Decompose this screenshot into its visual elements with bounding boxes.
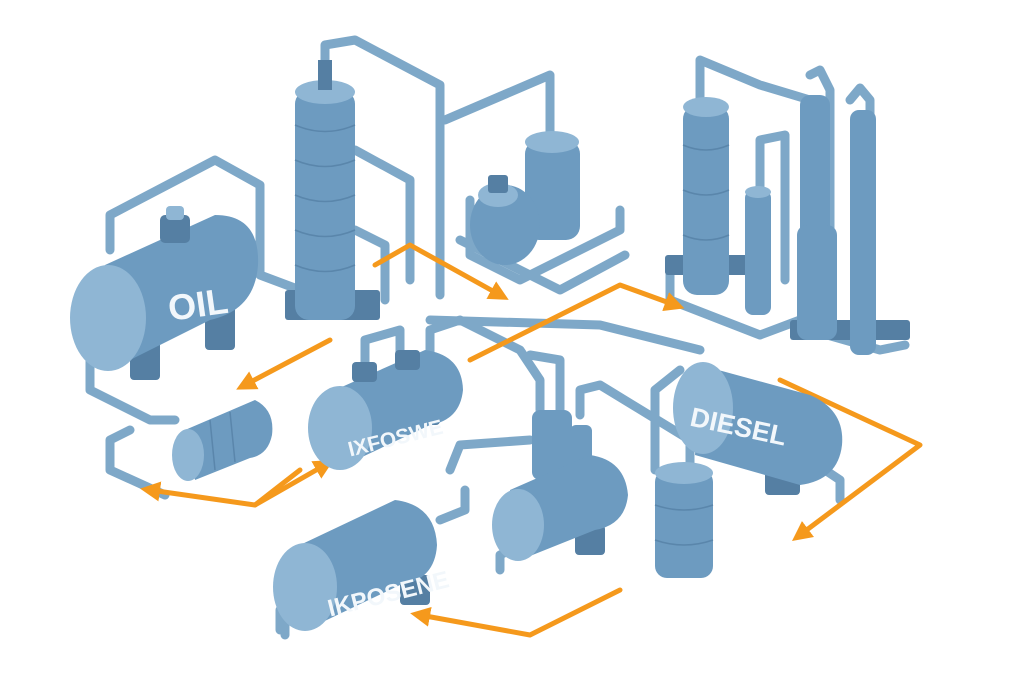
- flow-arrows: [140, 242, 923, 638]
- fractionation-columns: [665, 95, 910, 355]
- diesel-tank[interactable]: DIESEL: [673, 362, 843, 495]
- pump-unit: [172, 400, 273, 481]
- oil-tank[interactable]: OIL: [70, 206, 259, 380]
- kerosene-tank[interactable]: IKPOSENE: [273, 500, 452, 631]
- oil-tank-label: OIL: [165, 280, 230, 329]
- center-vessels: [492, 410, 714, 578]
- distillation-column: [285, 60, 380, 320]
- separator-units: [455, 131, 630, 295]
- middle-tank[interactable]: IXFOSWE: [308, 350, 463, 470]
